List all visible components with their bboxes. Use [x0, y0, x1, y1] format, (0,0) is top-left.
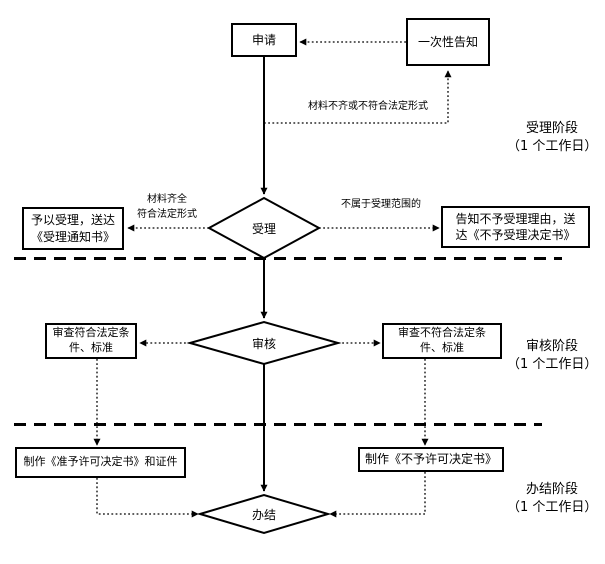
accept-yes-label: 予以受理，送达《受理通知书》	[30, 213, 115, 244]
stage-review-name: 审核阶段	[525, 339, 578, 354]
accept-no-box: 告知不予受理理由，送达《不予受理决定书》	[441, 206, 590, 248]
one-time-notice-label: 一次性告知	[417, 34, 478, 49]
make-permit-label: 制作《准予许可决定书》和证件	[23, 455, 178, 469]
materials-complete-label: 材料齐全 符合法定形式	[137, 194, 197, 220]
review-fail-label: 审查不符合法定条件、标准	[398, 326, 486, 354]
edge-denial-to-finish	[329, 472, 426, 518]
accept-yes-box: 予以受理，送达《受理通知书》	[22, 207, 124, 250]
make-denial-box: 制作《不予许可决定书》	[358, 447, 504, 472]
edge-permit-to-finish	[96, 478, 199, 518]
stage-accept-name: 受理阶段	[525, 121, 578, 136]
one-time-notice-box: 一次性告知	[406, 18, 490, 66]
review-pass-label: 审查符合法定条件、标准	[52, 326, 130, 354]
accept-no-label: 告知不予受理理由，送达《不予受理决定书》	[455, 211, 576, 242]
apply-box: 申请	[231, 23, 297, 57]
make-denial-label: 制作《不予许可决定书》	[364, 452, 497, 467]
finish-diamond-shape	[196, 493, 332, 535]
out-of-scope-label: 不属于受理范围的	[341, 199, 421, 210]
stage-finish-name: 办结阶段	[525, 482, 578, 497]
phase-divider-2	[14, 423, 542, 426]
make-permit-box: 制作《准予许可决定书》和证件	[15, 447, 186, 478]
stage-label-finish: 办结阶段 （1 个工作日）	[507, 481, 597, 517]
review-diamond-shape	[186, 320, 342, 366]
review-pass-box: 审查符合法定条件、标准	[45, 323, 137, 359]
edge-incomplete-feedback	[264, 70, 452, 124]
stage-label-accept: 受理阶段 （1 个工作日）	[507, 120, 597, 156]
review-fail-box: 审查不符合法定条件、标准	[382, 323, 502, 359]
phase-divider-1	[14, 257, 562, 260]
accept-diamond-shape	[206, 196, 322, 260]
apply-label: 申请	[251, 32, 276, 47]
stage-finish-duration: （1 个工作日）	[507, 500, 598, 516]
stage-accept-duration: （1 个工作日）	[507, 139, 598, 155]
stage-label-review: 审核阶段 （1 个工作日）	[507, 338, 597, 374]
stage-review-duration: （1 个工作日）	[507, 357, 598, 373]
materials-incomplete-label: 材料不齐或不符合法定形式	[308, 101, 428, 112]
